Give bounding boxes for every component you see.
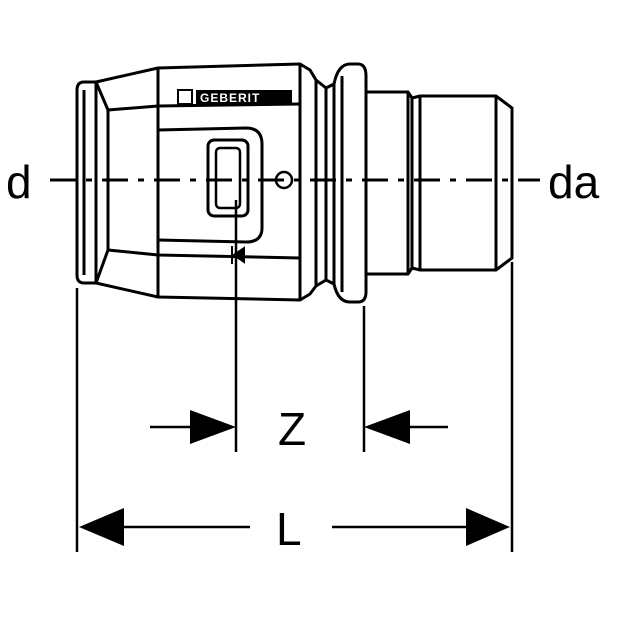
fitting-body — [75, 62, 514, 304]
label-z: Z — [278, 403, 306, 455]
release-slot — [214, 146, 242, 210]
z-dimension — [150, 410, 448, 444]
l-dimension — [79, 508, 510, 546]
label-d: d — [6, 156, 32, 208]
extension-lines — [75, 200, 514, 552]
geberit-logo: GEBERIT — [177, 89, 292, 105]
release-window — [206, 138, 250, 218]
label-l: L — [276, 503, 302, 555]
direction-mark-icon — [231, 246, 245, 264]
label-da: da — [548, 156, 600, 208]
svg-text:GEBERIT: GEBERIT — [200, 91, 260, 105]
